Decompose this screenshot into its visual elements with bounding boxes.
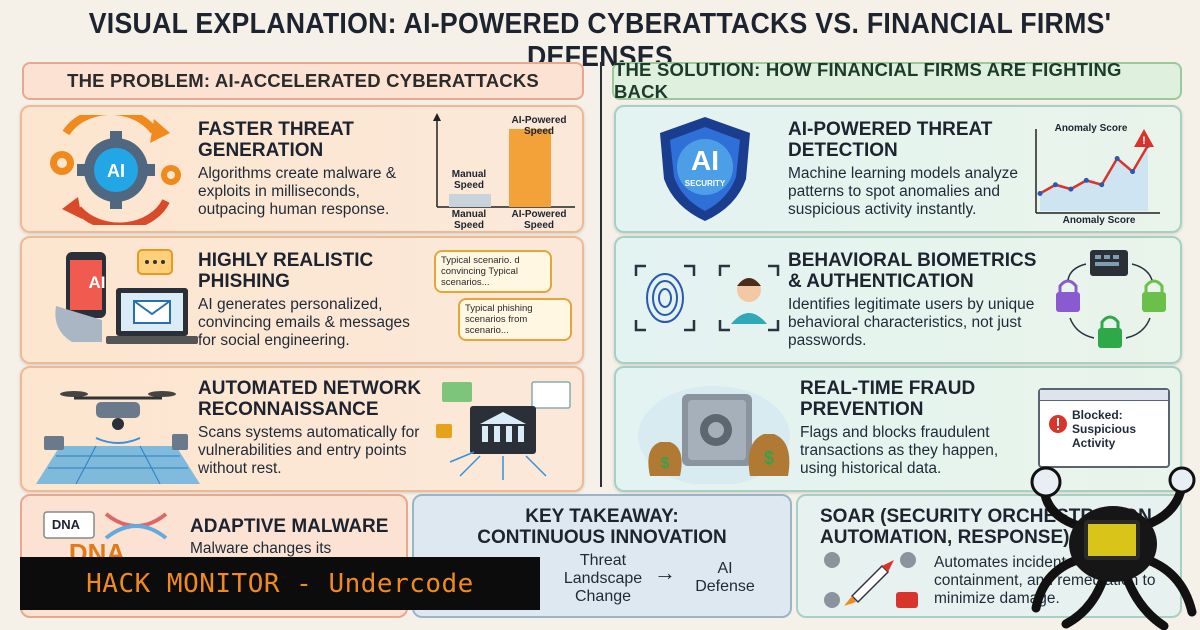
ai-gear-label: AI xyxy=(107,161,125,181)
solution-heading: THE SOLUTION: HOW FINANCIAL FIRMS ARE FI… xyxy=(612,59,1182,102)
card-title: AI-POWERED THREAT DETECTION xyxy=(788,119,993,161)
watermark-banner: HACK MONITOR - Undercode xyxy=(20,557,540,610)
svg-text:$: $ xyxy=(661,455,670,472)
vault-money-icon: $ $ xyxy=(638,386,790,484)
phone-ai-label: AI xyxy=(88,273,106,292)
card-body: Machine learning models analyze patterns… xyxy=(788,165,1019,218)
anomaly-line-chart: ! xyxy=(1035,129,1160,214)
card-body: Flags and blocks fraudulent transactions… xyxy=(800,424,999,477)
takeaway-right: AI Defense xyxy=(695,560,755,595)
anomaly-point-1 xyxy=(1052,182,1058,188)
page-title: VISUAL EXPLANATION: AI-POWERED CYBERATTA… xyxy=(88,8,1112,73)
lock-cycle-icon xyxy=(1056,250,1166,348)
fingerprint-face-icon xyxy=(634,264,780,332)
card-title: ADAPTIVE MALWARE xyxy=(190,516,389,537)
speed-bar-1 xyxy=(509,129,551,207)
bank-network-icon xyxy=(436,381,571,480)
card-body: Malware changes its xyxy=(190,540,332,557)
anomaly-point-5 xyxy=(1114,156,1120,161)
card-key-takeaway: KEY TAKEAWAY: CONTINUOUS INNOVATION Thre… xyxy=(412,494,792,618)
speed-label-ai-top: AI-Powered Speed xyxy=(511,115,567,137)
card-faster-threat: AI FASTER THREAT GENERATION Algorithms c… xyxy=(20,105,584,233)
phishing-bubble-1: Typical scenario. d convincing Typical s… xyxy=(434,250,552,293)
card-body: Algorithms create malware & exploits in … xyxy=(198,165,397,218)
dna-label: DNA xyxy=(51,517,81,532)
card-title: AUTOMATED NETWORK RECONNAISSANCE xyxy=(198,378,422,420)
dna-icon xyxy=(43,511,168,540)
alert-icon xyxy=(1049,415,1067,433)
card-biometrics: BEHAVIORAL BIOMETRICS & AUTHENTICATION I… xyxy=(614,236,1182,364)
anomaly-series-line xyxy=(1039,144,1150,195)
phishing-devices-icon xyxy=(55,249,198,344)
ai-shield-icon xyxy=(660,117,750,221)
card-threat-detection: AI SECURITY AI-POWERED THREAT DETECTION … xyxy=(614,105,1182,233)
watermark-text: HACK MONITOR - Undercode xyxy=(86,568,474,599)
blocked-text: Blocked: Suspicious Activity xyxy=(1072,408,1137,450)
card-body: AI generates personalized, convincing em… xyxy=(198,296,410,349)
card-title: FASTER THREAT GENERATION xyxy=(198,119,354,161)
takeaway-left: Threat Landscape Change xyxy=(563,552,643,605)
card-fraud-prevention: $ $ REAL-TIME FRAUD PREVENTION Flags and… xyxy=(614,366,1182,492)
takeaway-title: KEY TAKEAWAY: CONTINUOUS INNOVATION xyxy=(477,506,727,548)
speed-label-manual-bottom: Manual Speed xyxy=(451,209,487,231)
card-title: BEHAVIORAL BIOMETRICS & AUTHENTICATION xyxy=(788,250,1037,292)
rocket-workflow-icon xyxy=(824,552,918,608)
drone-scan-icon xyxy=(36,391,200,484)
card-body: Identifies legitimate users by unique be… xyxy=(788,296,1035,349)
popup-titlebar xyxy=(1040,390,1168,401)
anomaly-point-2 xyxy=(1068,186,1074,192)
speed-bar-chart xyxy=(433,113,575,208)
anomaly-area xyxy=(1040,145,1148,211)
takeaway-arrow: → xyxy=(654,560,676,585)
card-title: HIGHLY REALISTIC PHISHING xyxy=(198,250,374,292)
shield-security-label: SECURITY xyxy=(684,179,726,188)
speed-label-manual-top: Manual Speed xyxy=(451,169,487,191)
svg-text:$: $ xyxy=(764,448,774,468)
phishing-bubble-2: Typical phishing scenarios from scenario… xyxy=(458,298,572,341)
svg-text:!: ! xyxy=(1142,135,1146,147)
shield-ai-label: AI xyxy=(691,145,719,176)
ai-gears-icon xyxy=(50,115,181,225)
blocked-popup: Blocked: Suspicious Activity xyxy=(1038,388,1170,468)
anomaly-point-4 xyxy=(1099,182,1105,188)
card-body: Scans systems automatically for vulnerab… xyxy=(198,424,420,477)
problem-heading: THE PROBLEM: AI-ACCELERATED CYBERATTACKS xyxy=(22,62,584,100)
speed-label-ai-bottom: AI-Powered Speed xyxy=(511,209,567,231)
card-recon: AUTOMATED NETWORK RECONNAISSANCE Scans s… xyxy=(20,366,584,492)
speed-bar-0 xyxy=(449,194,491,207)
card-title: REAL-TIME FRAUD PREVENTION xyxy=(800,378,976,420)
anomaly-point-3 xyxy=(1083,177,1089,183)
hacker-robot-icon xyxy=(1030,466,1197,630)
column-divider xyxy=(600,62,602,487)
card-phishing: AI HIGHLY REALISTIC PHISHING AI generate… xyxy=(20,236,584,364)
anomaly-bottom-label: Anomaly Score xyxy=(1062,215,1136,226)
anomaly-top-label: Anomaly Score xyxy=(1054,123,1128,134)
anomaly-point-6 xyxy=(1130,169,1136,175)
anomaly-point-0 xyxy=(1037,191,1043,196)
